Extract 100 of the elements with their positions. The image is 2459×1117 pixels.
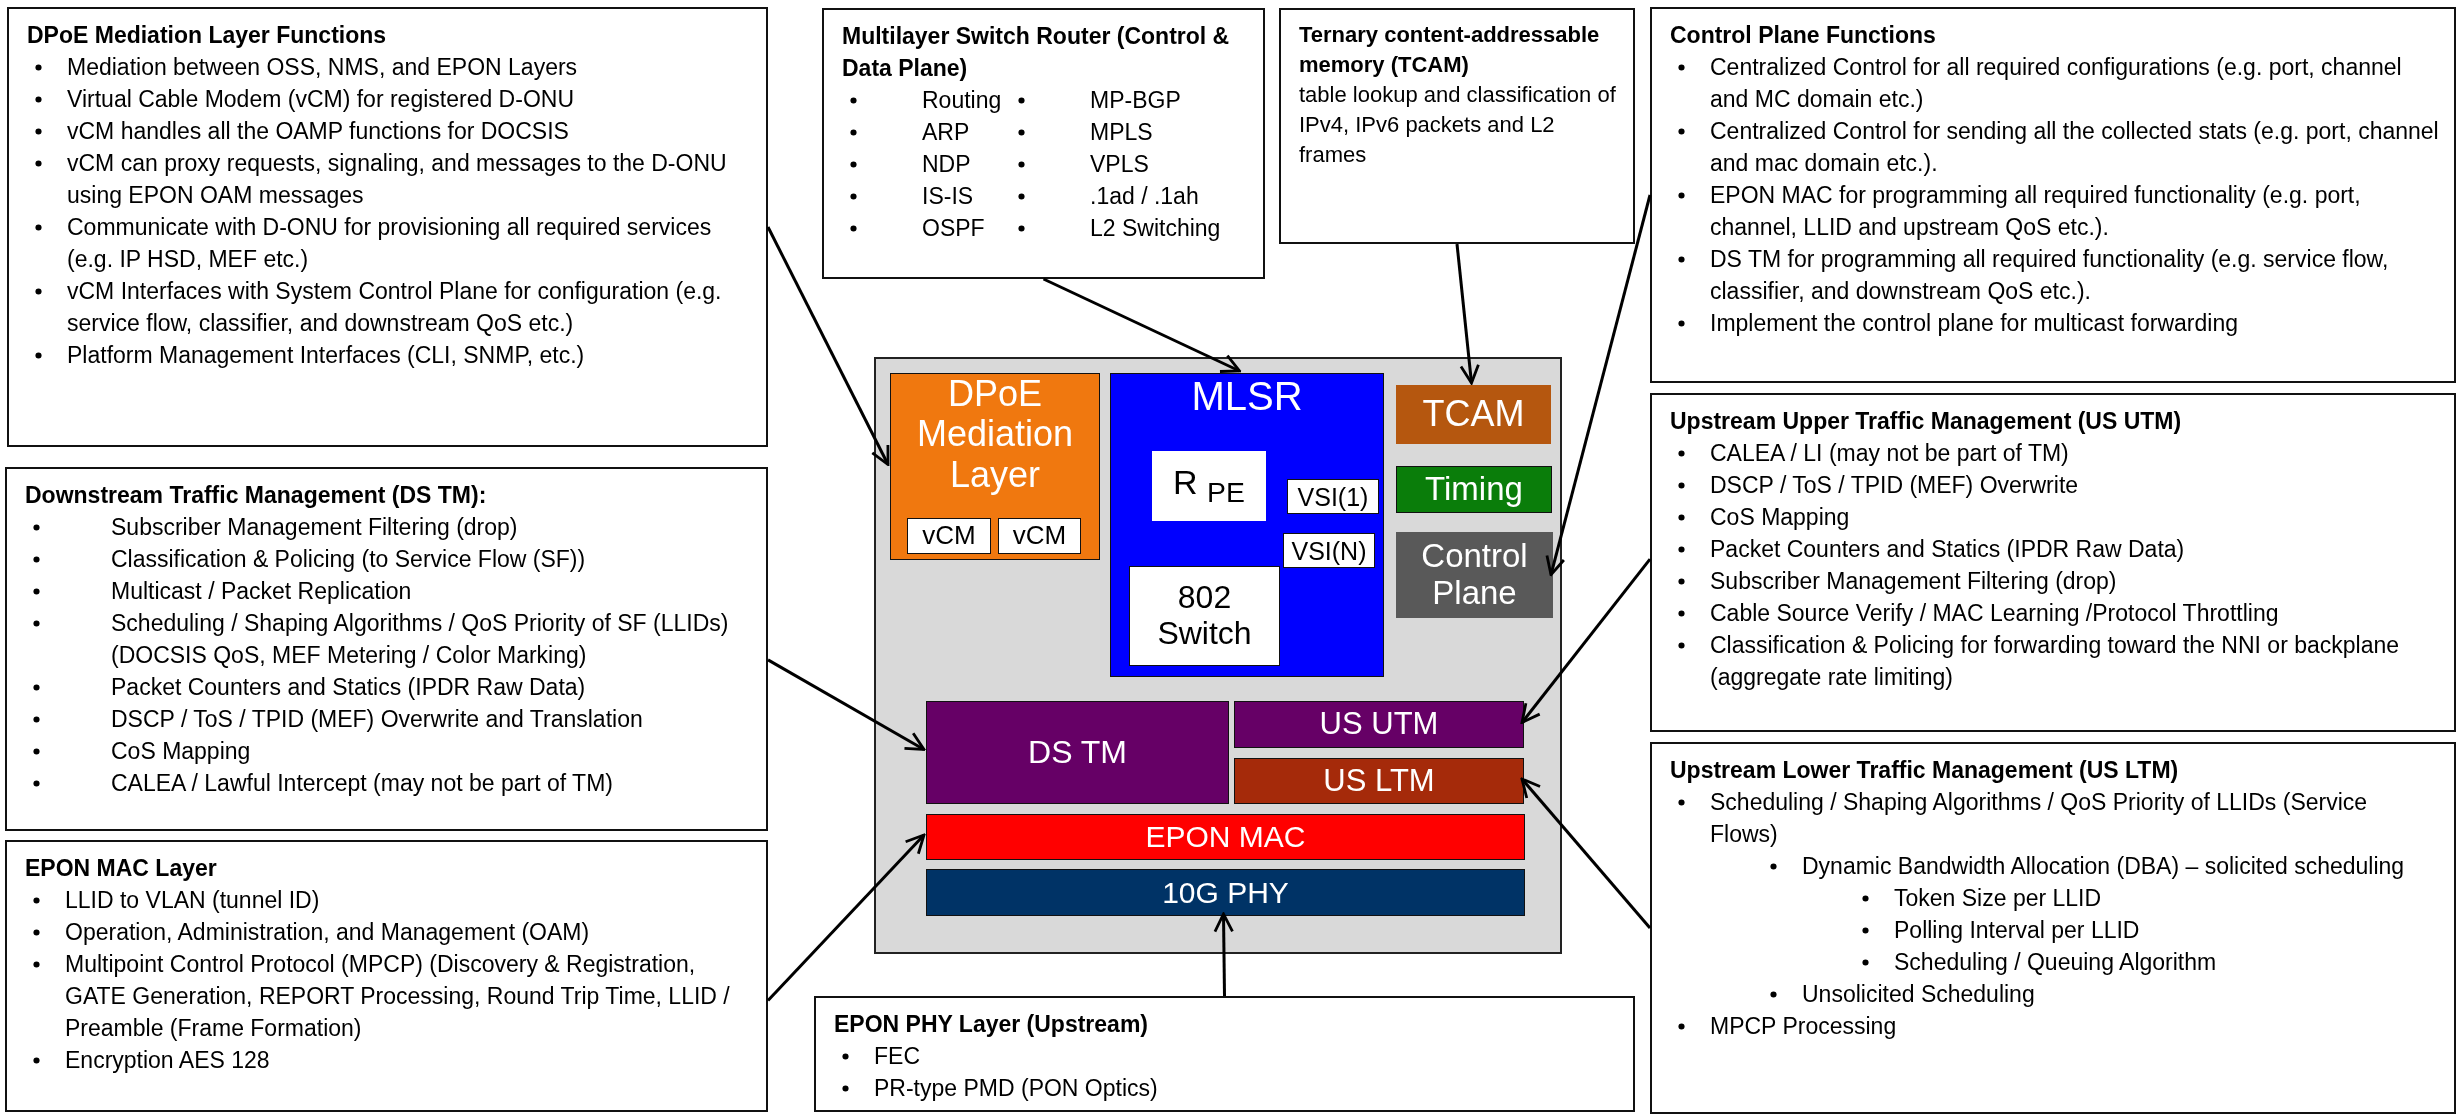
module-label: 10G PHY [1161,875,1290,910]
list-item-text: PR-type PMD (PON Optics) [874,1075,1158,1101]
callout-heading: DPoE Mediation Layer Functions [27,21,388,50]
list-item-text: Platform Management Interfaces (CLI, SNMP, etc.) [67,342,585,368]
list-item-text: Scheduling / Shaping Algorithms / QoS Priority of SF (LLIDs)(DOCSIS QoS, MEF Metering / Color Marking) [111,610,729,668]
module-label: Timing [1424,471,1524,508]
list-item-text: Centralized Control for sending all the collected stats (e.g. port, channel and mac domain etc.). [1710,118,2439,176]
list-item-text: vCM handles all the OAMP functions for DOCSIS [67,118,569,144]
connector-arrow [767,658,926,751]
list-item-text: IS-IS [922,183,974,209]
list-item-text: Packet Counters and Statics (IPDR Raw Data) [111,674,586,700]
list-item-text: MPLS [1090,119,1153,145]
module-label: EPON MAC [1144,820,1307,854]
module-block [1283,533,1375,568]
module-block [926,869,1525,916]
list-item-text: Multipoint Control Protocol (MPCP) (Discovery & Registration, GATE Generation, REPORT Processing, Round Trip Time, LLID / Preamble (Frame Formation) [65,951,730,1041]
list-item-text: Centralized Control for all required configurations (e.g. port, channel and MC domain etc.) [1710,54,2402,112]
list-item-text: FEC [874,1043,920,1069]
callout-box [1650,393,2456,732]
list-item-text: NDP [922,151,971,177]
callout-heading: Upstream Lower Traffic Management (US LTM) [1670,756,2180,785]
list-item-text: MPCP Processing [1710,1013,1897,1039]
list-item-text: Subscriber Management Filtering (drop) [111,514,518,540]
list-item-text: Unsolicited Scheduling [1802,981,2035,1007]
list-item-text: Mediation between OSS, NMS, and EPON Layers [67,54,578,80]
callout-heading: Control Plane Functions [1670,21,1937,50]
module-label: DPoE Mediation Layer [915,374,1075,495]
module-label: VSI(N) [1290,536,1368,565]
module-block [1152,451,1266,521]
callout-box [814,996,1635,1112]
callout-heading: Multilayer Switch Router (Control & Data Plane) [842,22,1231,83]
list-item-text: Routing [922,87,1002,113]
module-label: Control Plane [1420,538,1529,612]
connector-arrow [1213,912,1234,997]
module-block [1129,566,1280,666]
list-item-text: L2 Switching [1090,215,1221,241]
module-label: US LTM [1322,763,1436,799]
list-item-text: vCM Interfaces with System Control Plane for configuration (e.g. service flow, classifier, and downstream QoS etc.) [67,278,722,336]
module-label: DS TM [1027,734,1128,771]
module-block [1234,758,1524,804]
list-item-text: CALEA / LI (may not be part of TM) [1710,440,2069,466]
list-item-text: Communicate with D-ONU for provisioning all required services (e.g. IP HSD, MEF etc.) [67,214,712,272]
callout-heading: EPON PHY Layer (Upstream) [834,1010,1149,1039]
list-item-text: CoS Mapping [111,738,251,764]
list-item-text: Polling Interval per LLID [1894,917,2140,943]
module-block [998,518,1081,554]
list-item-text: CALEA / Lawful Intercept (may not be part of TM) [111,770,613,796]
connector-arrow [1520,558,1652,724]
callout-heading: Downstream Traffic Management (DS TM): [25,481,488,510]
module-label: US UTM [1318,707,1440,742]
enclosure-box [874,357,1562,954]
list-item-text: DSCP / ToS / TPID (MEF) Overwrite [1710,472,2079,498]
module-block [1396,466,1552,513]
module-block [926,701,1229,804]
list-item-text: Operation, Administration, and Management (OAM) [65,919,590,945]
list-item-text: Dynamic Bandwidth Allocation (DBA) – solicited scheduling [1802,853,2405,879]
list-item-text: vCM can proxy requests, signaling, and messages to the D-ONU using EPON OAM messages [67,150,727,208]
list-item-text: Subscriber Management Filtering (drop) [1710,568,2117,594]
module-block [907,518,991,554]
module-label: 802 Switch [1156,580,1253,652]
list-item-text: CoS Mapping [1710,504,1850,530]
module-block [1287,479,1379,514]
callout-box [7,7,768,447]
callout-box [822,8,1265,279]
list-item-text: Multicast / Packet Replication [111,578,412,604]
module-block [1396,532,1553,618]
list-item-text: Encryption AES 128 [65,1047,270,1073]
module-block [1396,385,1551,444]
module-block [1234,701,1524,748]
list-item-text: DS TM for programming all required functionality (e.g. service flow, classifier, and downstream QoS etc.). [1710,246,2389,304]
callout-heading: Upstream Upper Traffic Management (US UTM) [1670,407,2183,436]
connector-arrow [1520,777,1652,929]
list-item-text: LLID to VLAN (tunnel ID) [65,887,320,913]
connector-arrow [1455,243,1480,385]
list-item-text: OSPF [922,215,985,241]
module-block [1110,373,1384,677]
module-label: MLSR [1190,374,1304,419]
list-item-text: EPON MAC for programming all required functionality (e.g. port, channel, LLID and upstream QoS etc.). [1710,182,2361,240]
list-item-text: Scheduling / Queuing Algorithm [1894,949,2217,975]
list-item-text: MP-BGP [1090,87,1181,113]
list-item-text: .1ad / .1ah [1090,183,1199,209]
list-item-text: Cable Source Verify / MAC Learning /Protocol Throttling [1710,600,2279,626]
list-item-text: VPLS [1090,151,1149,177]
callout-box [1650,742,2456,1114]
description-text: table lookup and classification of IPv4, IPv6 packets and L2 frames [1299,81,1617,169]
list-item-text: DSCP / ToS / TPID (MEF) Overwrite and Translation [111,706,643,732]
callout-heading: EPON MAC Layer [25,854,218,883]
callout-box [5,840,768,1112]
list-item-text: ARP [922,119,970,145]
list-item-text: Virtual Cable Modem (vCM) for registered D-ONU [67,86,574,112]
module-label: VSI(1) [1296,482,1370,511]
list-item-text: Scheduling / Shaping Algorithms / QoS Priority of LLIDs (Service Flows) [1710,789,2368,847]
list-item-text: Packet Counters and Statics (IPDR Raw Data) [1710,536,2185,562]
list-item-text: Token Size per LLID [1894,885,2102,911]
connector-arrow [1042,277,1241,373]
connector-arrow [766,833,926,1002]
module-label: vCM [1011,521,1068,551]
callout-box [5,467,768,831]
module-label: R $_{PE}$ [1172,463,1246,509]
connector-arrow [766,226,890,466]
